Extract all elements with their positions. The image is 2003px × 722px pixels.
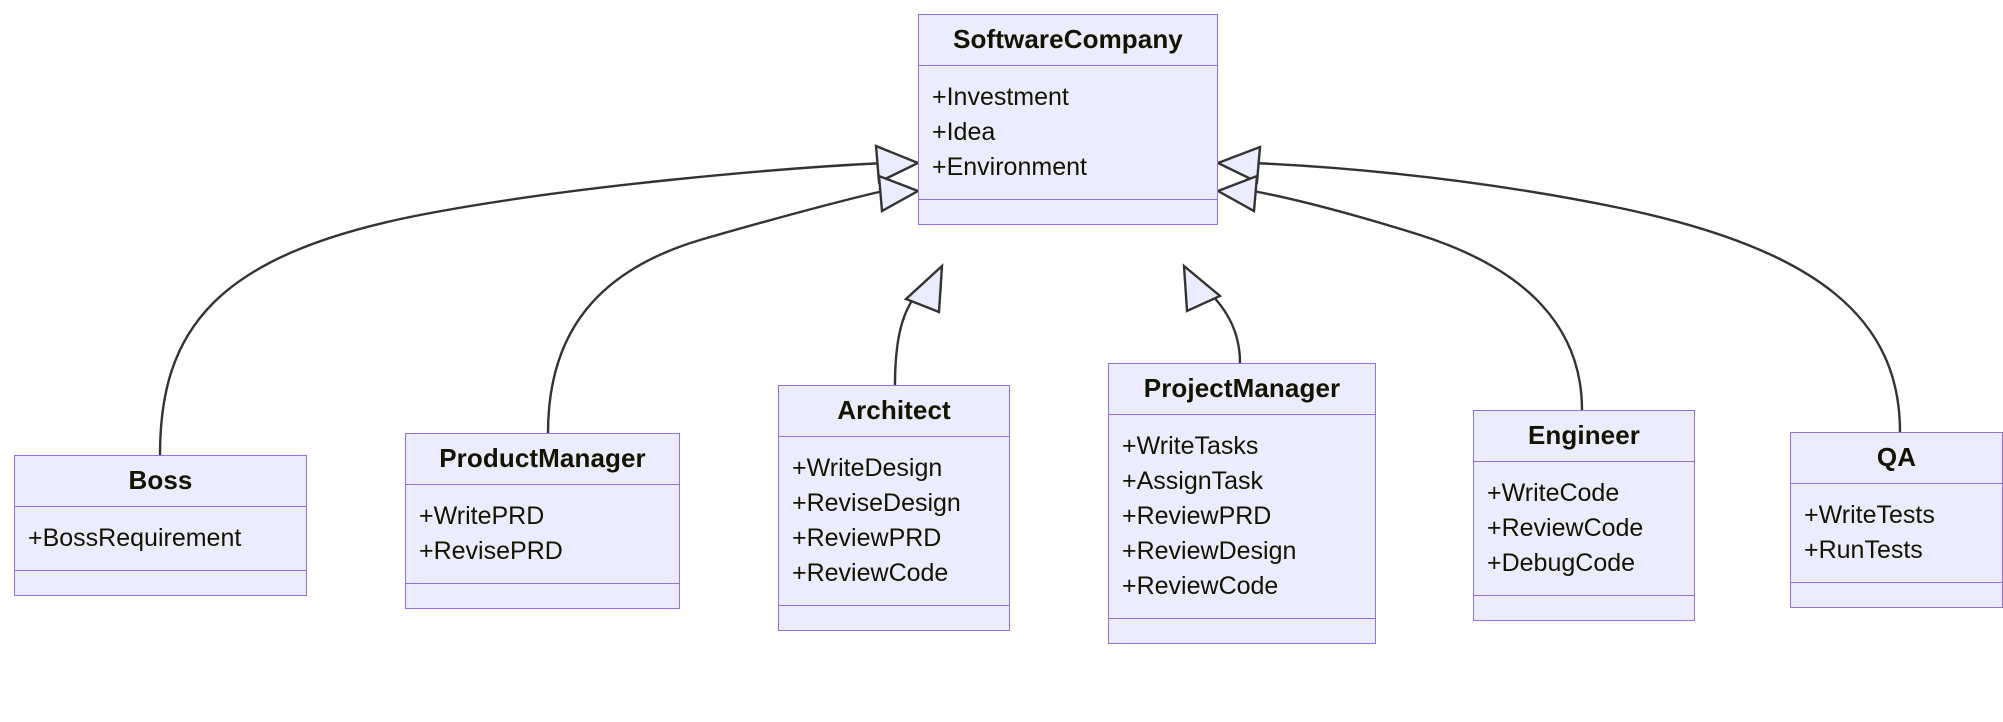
class-attribute: +RunTests [1804,536,1923,564]
class-methods-compartment [779,606,1009,630]
uml-class-qa[interactable]: QA +WriteTests +RunTests [1790,432,2003,608]
generalization-arrowhead-engineer [1215,174,1259,213]
uml-class-softwarecompany[interactable]: SoftwareCompany +Investment +Idea +Envir… [918,14,1218,225]
generalization-arrowhead-architect [903,263,944,314]
class-attribute: +ReviseDesign [792,489,961,517]
class-methods-compartment [15,571,306,595]
class-attribute: +AssignTask [1122,467,1264,495]
uml-class-engineer[interactable]: Engineer +WriteCode +ReviewCode +DebugCo… [1473,410,1695,621]
class-attribute: +ReviewPRD [1122,502,1272,530]
class-attribute: +WriteDesign [792,454,943,482]
class-methods-compartment [1791,583,2002,607]
uml-class-productmanager[interactable]: ProductManager +WritePRD +RevisePRD [405,433,680,609]
class-methods-compartment [406,584,679,608]
class-attribute: +WriteCode [1487,479,1620,507]
class-title: ProjectManager [1109,364,1375,415]
class-title: QA [1791,433,2002,484]
generalization-arrowhead-qa [1214,145,1262,184]
class-attribute: +Idea [932,118,996,146]
class-title: Boss [15,456,306,507]
generalization-arrowhead-projectmanager [1182,263,1223,313]
edge-projectmanager-to-softwarecompany [1199,283,1242,364]
generalization-arrowhead-boss [874,144,921,184]
class-attribute: +ReviewCode [792,559,949,587]
class-attributes-compartment: +WritePRD +RevisePRD [406,485,679,584]
class-attributes-compartment: +BossRequirement [15,507,306,571]
class-attributes-compartment: +WriteTasks +AssignTask +ReviewPRD +Revi… [1109,415,1375,619]
edge-boss-to-softwarecompany [158,161,886,456]
class-attribute: +Investment [932,83,1069,111]
class-attribute: +ReviewCode [1487,514,1644,542]
uml-class-projectmanager[interactable]: ProjectManager +WriteTasks +AssignTask +… [1108,363,1376,644]
class-attribute: +ReviewPRD [792,524,942,552]
class-attribute: +DebugCode [1487,549,1636,577]
class-title: ProductManager [406,434,679,485]
class-methods-compartment [1474,596,1694,620]
class-attributes-compartment: +WriteTests +RunTests [1791,484,2002,583]
class-title: Architect [779,386,1009,437]
class-title: Engineer [1474,411,1694,462]
class-attribute: +WriteTasks [1122,432,1259,460]
class-attribute: +ReviewDesign [1122,537,1297,565]
uml-class-boss[interactable]: Boss +BossRequirement [14,455,307,596]
class-attributes-compartment: +Investment +Idea +Environment [919,66,1217,200]
class-title: SoftwareCompany [919,15,1217,66]
class-attribute: +WritePRD [419,502,545,530]
class-attribute: +ReviewCode [1122,572,1279,600]
class-attribute: +Environment [932,153,1087,181]
uml-class-architect[interactable]: Architect +WriteDesign +ReviseDesign +Re… [778,385,1010,631]
class-attribute: +RevisePRD [419,537,563,565]
edge-architect-to-softwarecompany [893,282,926,386]
generalization-arrowhead-productmanager [877,174,921,213]
class-attributes-compartment: +WriteCode +ReviewCode +DebugCode [1474,462,1694,596]
class-attribute: +WriteTests [1804,501,1935,529]
class-methods-compartment [919,200,1217,224]
class-attribute: +BossRequirement [28,524,242,552]
class-attributes-compartment: +WriteDesign +ReviseDesign +ReviewPRD +R… [779,437,1009,606]
class-methods-compartment [1109,619,1375,643]
